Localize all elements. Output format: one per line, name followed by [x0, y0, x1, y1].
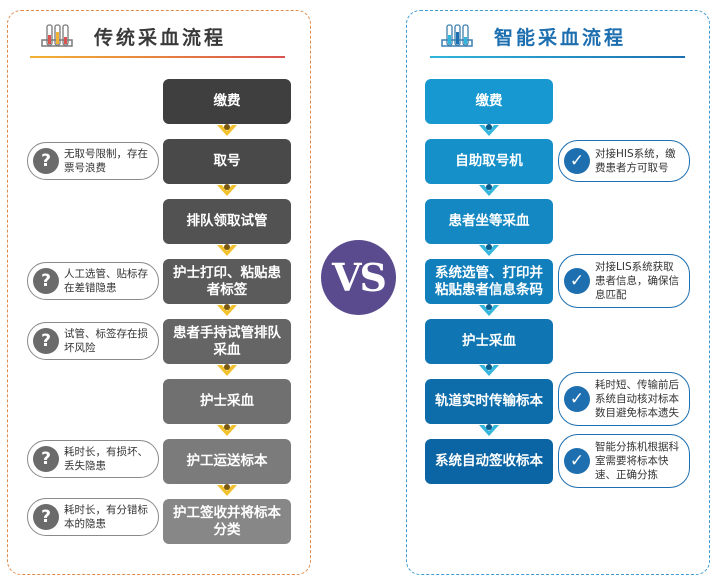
checkmark-icon: ✓: [564, 448, 590, 474]
question-icon: ?: [33, 148, 59, 174]
traditional-step: 护工运送标本: [163, 439, 291, 484]
traditional-step: 患者手持试管排队采血: [163, 319, 291, 364]
note-text: 耗时短、传输前后系统自动核对标本数目避免标本遗失: [595, 379, 679, 419]
question-icon: ?: [33, 504, 59, 530]
traditional-step: 取号: [163, 139, 291, 184]
down-arrow-icon: [479, 424, 499, 436]
note-text: 人工选管、贴标存在差错隐患: [64, 268, 148, 294]
note-text: 耗时长，有损坏、丢失隐患: [64, 446, 148, 472]
traditional-panel: [7, 10, 311, 575]
down-arrow-icon: [217, 484, 237, 496]
down-arrow-icon: [217, 304, 237, 316]
question-icon: ?: [33, 446, 59, 472]
down-arrow-icon: [217, 364, 237, 376]
traditional-step: 护士打印、粘贴患者标签: [163, 259, 291, 304]
down-arrow-icon: [217, 184, 237, 196]
traditional-issue-note: ? 无取号限制，存在票号浪费: [27, 142, 159, 180]
smart-benefit-note: ✓ 耗时短、传输前后系统自动核对标本数目避免标本遗失: [558, 372, 690, 426]
test-tube-rack-icon: [41, 24, 73, 47]
checkmark-icon: ✓: [564, 386, 590, 412]
down-arrow-icon: [479, 184, 499, 196]
traditional-step: 缴费: [163, 79, 291, 124]
smart-step: 轨道实时传输标本: [425, 379, 553, 424]
smart-panel: [406, 10, 710, 575]
traditional-issue-note: ? 试管、标签存在损坏风险: [27, 322, 159, 360]
traditional-title-underline: [30, 56, 285, 58]
smart-step: 缴费: [425, 79, 553, 124]
down-arrow-icon: [479, 244, 499, 256]
note-text: 试管、标签存在损坏风险: [64, 328, 148, 354]
vs-badge: VS: [321, 240, 396, 315]
question-icon: ?: [33, 268, 59, 294]
traditional-step: 排队领取试管: [163, 199, 291, 244]
traditional-header: 传统采血流程: [40, 22, 226, 50]
smart-step: 系统选管、打印并粘贴患者信息条码: [425, 259, 553, 304]
traditional-step: 护工签收并将标本分类: [163, 499, 291, 544]
smart-step: 自助取号机: [425, 139, 553, 184]
note-text: 智能分拣机根据科室需要将标本快速、正确分拣: [595, 441, 679, 481]
smart-title: 智能采血流程: [494, 26, 627, 49]
note-text: 耗时长，有分错标本的隐患: [64, 504, 148, 530]
question-icon: ?: [33, 328, 59, 354]
smart-benefit-note: ✓ 对接HIS系统，缴费患者方可取号: [558, 140, 690, 182]
smart-header: 智能采血流程: [440, 22, 626, 50]
traditional-title: 传统采血流程: [94, 26, 227, 49]
smart-step: 系统自动签收标本: [425, 439, 553, 484]
smart-step: 护士采血: [425, 319, 553, 364]
test-tube-rack-icon: [441, 24, 473, 47]
down-arrow-icon: [217, 244, 237, 256]
checkmark-icon: ✓: [564, 148, 590, 174]
smart-benefit-note: ✓ 对接LIS系统获取患者信息，确保信息匹配: [558, 254, 690, 308]
smart-title-underline: [430, 56, 685, 58]
smart-step: 患者坐等采血: [425, 199, 553, 244]
down-arrow-icon: [479, 304, 499, 316]
checkmark-icon: ✓: [564, 268, 590, 294]
smart-benefit-note: ✓ 智能分拣机根据科室需要将标本快速、正确分拣: [558, 434, 690, 488]
traditional-step: 护士采血: [163, 379, 291, 424]
note-text: 对接LIS系统获取患者信息，确保信息匹配: [595, 261, 679, 301]
down-arrow-icon: [479, 124, 499, 136]
traditional-issue-note: ? 人工选管、贴标存在差错隐患: [27, 262, 159, 300]
down-arrow-icon: [217, 124, 237, 136]
traditional-issue-note: ? 耗时长，有分错标本的隐患: [27, 498, 159, 536]
down-arrow-icon: [217, 424, 237, 436]
note-text: 无取号限制，存在票号浪费: [64, 148, 148, 174]
down-arrow-icon: [479, 364, 499, 376]
note-text: 对接HIS系统，缴费患者方可取号: [595, 148, 676, 174]
traditional-issue-note: ? 耗时长，有损坏、丢失隐患: [27, 440, 159, 478]
